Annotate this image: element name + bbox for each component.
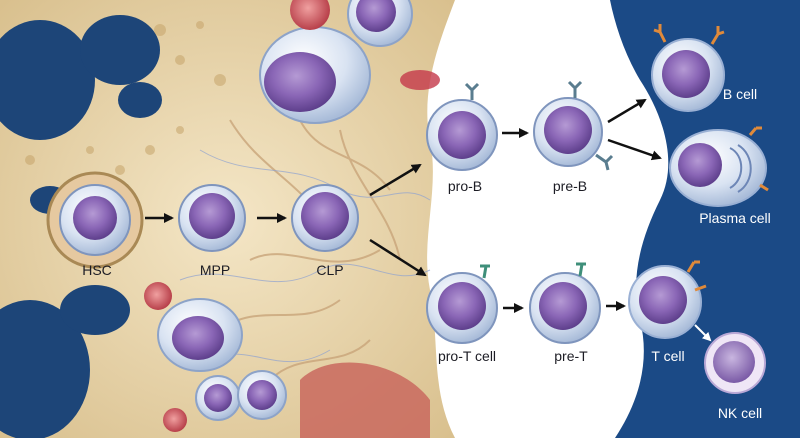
label-pre-b: pre-B	[552, 178, 588, 194]
label-t-cell: T cell	[651, 348, 685, 364]
label-nk-cell: NK cell	[717, 405, 763, 421]
lineage-arrows	[145, 98, 662, 313]
label-clp: CLP	[316, 262, 344, 278]
label-pro-t-cell: pro-T cell	[437, 348, 497, 364]
label-plasma-cell: Plasma cell	[699, 210, 771, 226]
t-cell	[628, 260, 707, 339]
marrow-cell-cluster-top	[259, 0, 440, 124]
clp-cell	[291, 184, 359, 252]
arrow-clp-prob	[369, 163, 422, 197]
label-b-cell: B cell	[722, 86, 758, 102]
marrow-cell-cluster-bottom	[144, 282, 430, 438]
pre-b-cell	[533, 80, 614, 171]
mpp-cell	[178, 184, 246, 252]
pre-t-cell	[529, 262, 601, 344]
arrow-preb-plasma	[607, 138, 662, 161]
arrow-preb-bcell	[607, 98, 647, 124]
arrow-tcell-nkcell	[694, 324, 712, 342]
b-cell	[651, 24, 725, 112]
plasma-cell	[669, 126, 769, 207]
label-pre-t: pre-T	[554, 348, 588, 364]
label-mpp: MPP	[199, 262, 231, 278]
label-hsc: HSC	[82, 262, 112, 278]
hsc-cell	[46, 171, 144, 269]
pro-t-cell	[426, 264, 498, 344]
pro-b-cell	[426, 82, 498, 171]
arrow-clp-prot	[369, 238, 427, 277]
nk-cell	[704, 332, 766, 394]
label-pro-b: pro-B	[447, 178, 483, 194]
